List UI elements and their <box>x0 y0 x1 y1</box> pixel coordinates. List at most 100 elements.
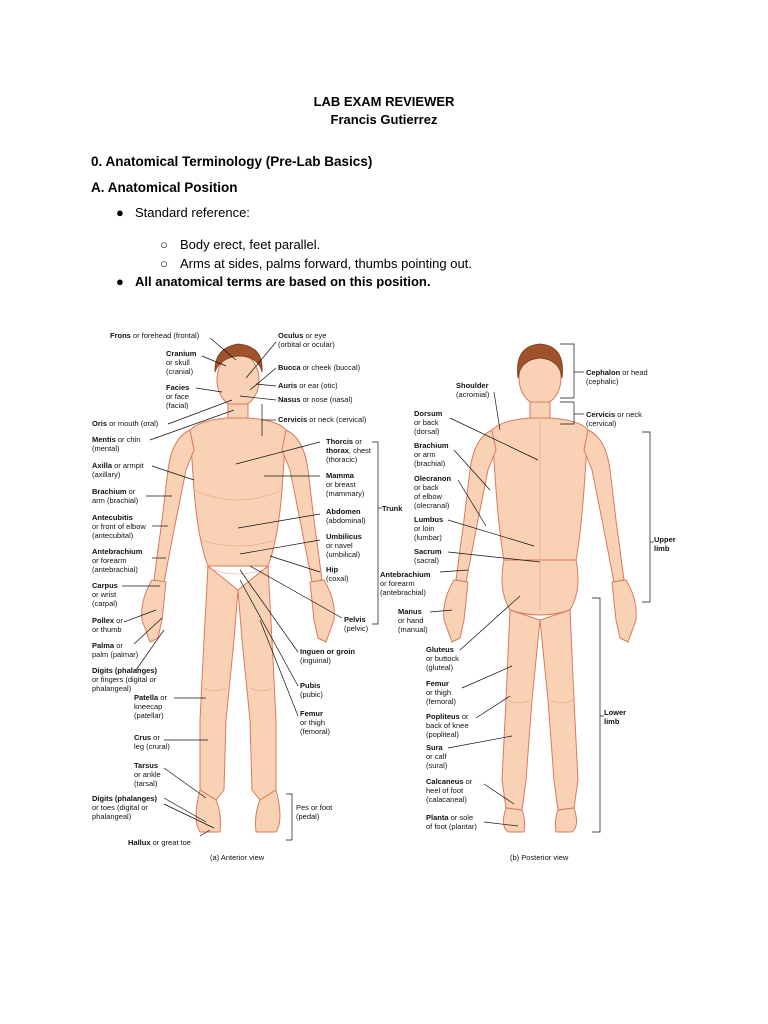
document-author: Francis Gutierrez <box>0 112 768 128</box>
svg-text:(brachial): (brachial) <box>414 459 446 468</box>
svg-text:(femoral): (femoral) <box>426 697 457 706</box>
svg-text:(antecubital): (antecubital) <box>92 531 134 540</box>
label-antebrachium-posterior: Antebrachium <box>380 570 431 579</box>
label-antebrachium: Antebrachium <box>92 547 143 556</box>
section-heading: 0. Anatomical Terminology (Pre-Lab Basic… <box>91 154 372 169</box>
svg-text:palm (palmar): palm (palmar) <box>92 650 139 659</box>
label-upper-limb: Upper <box>654 535 676 544</box>
svg-text:(coxal): (coxal) <box>326 574 349 583</box>
bullet-standard-reference: Standard reference: <box>135 205 250 220</box>
label-patella: Patella or <box>134 693 167 702</box>
svg-text:or breast: or breast <box>326 480 357 489</box>
label-hallux: Hallux or great toe <box>128 838 191 847</box>
label-oris: Oris or mouth (oral) <box>92 419 159 428</box>
svg-text:(thoracic): (thoracic) <box>326 455 358 464</box>
label-inguen: Inguen or groin <box>300 647 355 656</box>
sub-bullet-marker: ○ <box>160 256 168 271</box>
svg-text:(pelvic): (pelvic) <box>344 624 369 633</box>
svg-text:or loin: or loin <box>414 524 434 533</box>
svg-text:limb: limb <box>654 544 670 553</box>
svg-text:or thigh: or thigh <box>426 688 451 697</box>
label-axilla: Axilla or armpit <box>92 461 145 470</box>
label-nasus: Nasus or nose (nasal) <box>278 395 353 404</box>
label-pubis: Pubis <box>300 681 320 690</box>
label-antecubitis: Antecubitis <box>92 513 133 522</box>
document-title: LAB EXAM REVIEWER <box>0 94 768 110</box>
svg-text:or ankle: or ankle <box>134 770 161 779</box>
label-oculus: Oculus or eye <box>278 331 326 340</box>
label-digits-fingers: Digits (phalanges) <box>92 666 158 675</box>
label-carpus: Carpus <box>92 581 118 590</box>
svg-text:or back: or back <box>414 483 439 492</box>
svg-text:thorax, chest: thorax, chest <box>326 446 372 455</box>
svg-text:(sacral): (sacral) <box>414 556 440 565</box>
label-pollex: Pollex or <box>92 616 123 625</box>
svg-text:(olecranal): (olecranal) <box>414 501 450 510</box>
label-brachium: Brachium or <box>92 487 136 496</box>
label-crus: Crus or <box>134 733 160 742</box>
label-thorcis: Thorcis or <box>326 437 362 446</box>
label-digits-toes: Digits (phalanges) <box>92 794 158 803</box>
label-hip: Hip <box>326 565 339 574</box>
svg-text:(cranial): (cranial) <box>166 367 194 376</box>
label-abdomen: Abdomen <box>326 507 361 516</box>
svg-text:or back: or back <box>414 418 439 427</box>
label-auris: Auris or ear (otic) <box>278 381 338 390</box>
svg-text:(umbilical): (umbilical) <box>326 550 361 559</box>
svg-text:or face: or face <box>166 392 189 401</box>
sub-bullet-body-erect: Body erect, feet parallel. <box>180 237 320 252</box>
svg-text:(cervical): (cervical) <box>586 419 617 428</box>
label-cervicis-posterior: Cervicis or neck <box>586 410 642 419</box>
svg-text:of elbow: of elbow <box>414 492 443 501</box>
label-umbilicus: Umbilicus <box>326 532 362 541</box>
svg-text:limb: limb <box>604 717 620 726</box>
svg-text:phalangeal): phalangeal) <box>92 812 132 821</box>
label-lumbus: Lumbus <box>414 515 443 524</box>
svg-text:heel of foot: heel of foot <box>426 786 464 795</box>
sub-bullet-marker: ○ <box>160 237 168 252</box>
label-olecranon: Olecranon <box>414 474 452 483</box>
svg-text:(antebrachial): (antebrachial) <box>92 565 138 574</box>
svg-text:or fingers (digital or: or fingers (digital or <box>92 675 157 684</box>
label-pes: Pes or foot <box>296 803 333 812</box>
svg-text:arm (brachial): arm (brachial) <box>92 496 139 505</box>
svg-text:(patellar): (patellar) <box>134 711 164 720</box>
label-palma: Palma or <box>92 641 123 650</box>
svg-text:leg (crural): leg (crural) <box>134 742 170 751</box>
svg-text:or forearm: or forearm <box>380 579 415 588</box>
svg-text:(facial): (facial) <box>166 401 189 410</box>
svg-text:of foot (plantar): of foot (plantar) <box>426 822 477 831</box>
svg-text:(cephalic): (cephalic) <box>586 377 619 386</box>
label-tarsus: Tarsus <box>134 761 158 770</box>
svg-text:or thumb: or thumb <box>92 625 122 634</box>
svg-text:(abdominal): (abdominal) <box>326 516 366 525</box>
svg-text:(mammary): (mammary) <box>326 489 365 498</box>
svg-text:(gluteal): (gluteal) <box>426 663 454 672</box>
label-trunk: Trunk <box>382 504 403 513</box>
svg-text:(carpal): (carpal) <box>92 599 118 608</box>
label-pelvis: Pelvis <box>344 615 366 624</box>
svg-text:(lumbar): (lumbar) <box>414 533 442 542</box>
subsection-heading: A. Anatomical Position <box>91 180 238 195</box>
label-dorsum: Dorsum <box>414 409 443 418</box>
bullet-marker: ● <box>116 205 124 220</box>
label-facies: Facies <box>166 383 189 392</box>
svg-text:(pedal): (pedal) <box>296 812 320 821</box>
bullet-marker: ● <box>116 274 124 289</box>
label-calcaneus: Calcaneus or <box>426 777 473 786</box>
svg-text:(femoral): (femoral) <box>300 727 331 736</box>
svg-text:(manual): (manual) <box>398 625 428 634</box>
sub-bullet-arms-at-sides: Arms at sides, palms forward, thumbs poi… <box>180 256 472 271</box>
svg-text:(acromial): (acromial) <box>456 390 490 399</box>
svg-text:or toes (digital or: or toes (digital or <box>92 803 148 812</box>
svg-text:(tarsal): (tarsal) <box>134 779 158 788</box>
svg-text:back of knee: back of knee <box>426 721 469 730</box>
svg-text:or front of elbow: or front of elbow <box>92 522 146 531</box>
label-shoulder: Shoulder <box>456 381 489 390</box>
label-lower-limb: Lower <box>604 708 626 717</box>
svg-text:(orbital or ocular): (orbital or ocular) <box>278 340 335 349</box>
svg-text:(dorsal): (dorsal) <box>414 427 440 436</box>
label-mentis: Mentis or chin <box>92 435 140 444</box>
anatomy-figure: Frons or forehead (frontal) Cranium or s… <box>0 320 768 880</box>
svg-text:(sural): (sural) <box>426 761 448 770</box>
